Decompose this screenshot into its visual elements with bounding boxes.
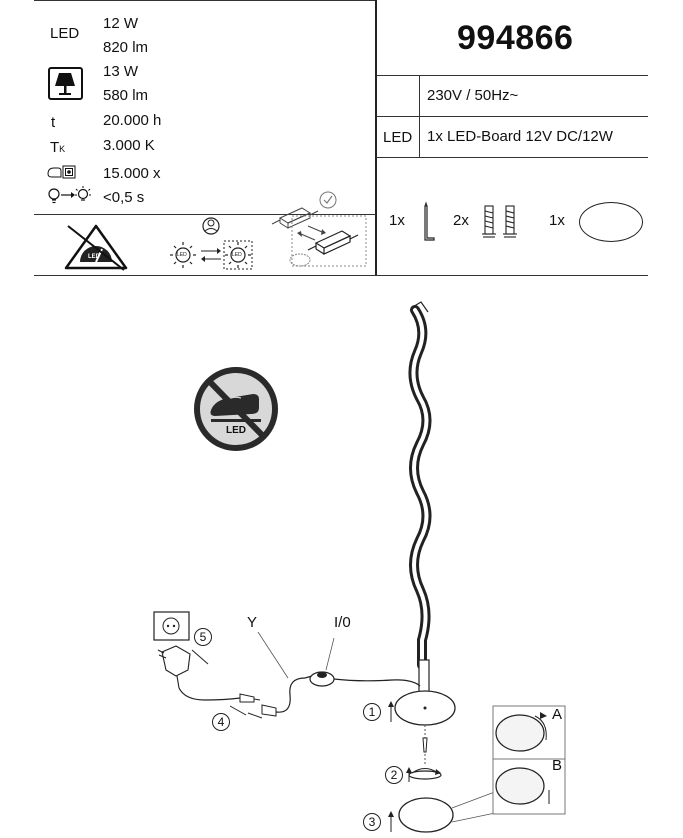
step-5-marker: 5 xyxy=(194,628,212,646)
lamp-stem xyxy=(418,659,430,693)
no-touch-led-icon: LED xyxy=(193,366,279,452)
led-board-label: LED xyxy=(383,129,413,146)
step-4-marker: 4 xyxy=(212,713,230,731)
table-right-rule-1 xyxy=(376,75,648,76)
detail-a-label: A xyxy=(552,706,563,723)
adapter-cable xyxy=(178,687,241,701)
startup-time-icon xyxy=(46,186,96,208)
table-right-rule-2 xyxy=(376,116,648,117)
switch-to-lamp-cable xyxy=(333,678,421,687)
led-board-value: 1x LED-Board 12V DC/12W xyxy=(427,128,613,145)
lifetime-value: 20.000 h xyxy=(103,112,162,129)
pad-count: 1x xyxy=(549,212,565,229)
table-right-rule-3 xyxy=(376,157,648,158)
adhesive-pad xyxy=(398,797,454,833)
screw-count: 2x xyxy=(453,212,469,229)
sun-a-led-label: LED xyxy=(177,252,187,258)
led-label: LED xyxy=(50,25,80,42)
led-watt: 12 W xyxy=(103,15,139,32)
driver-replacement-icon xyxy=(270,188,368,268)
article-number: 994866 xyxy=(457,19,574,57)
bulb-watt: 13 W xyxy=(103,63,139,80)
table-lamp-icon xyxy=(48,67,83,100)
step-1-marker: 1 xyxy=(363,703,381,721)
switch-cycles-value: 15.000 x xyxy=(103,165,161,182)
table-top-rule xyxy=(34,0,376,1)
led-replaceable-icon: LED LED xyxy=(166,216,256,274)
cable-y-label: Y xyxy=(247,614,258,631)
detail-b-label: B xyxy=(552,757,563,774)
led-lumen: 820 lm xyxy=(103,39,149,56)
table-center-divider xyxy=(375,0,377,276)
switch-label: I/0 xyxy=(334,614,351,631)
angle-count: 1x xyxy=(389,212,405,229)
lifetime-label: t xyxy=(51,114,56,131)
color-temp-label: TK xyxy=(50,139,65,158)
bulb-lumen: 580 lm xyxy=(103,87,149,104)
wall-socket xyxy=(153,611,190,641)
adhesive-pad-icon xyxy=(579,202,643,242)
startup-time-value: <0,5 s xyxy=(103,189,145,206)
no-touch-led-label: LED xyxy=(226,425,246,436)
not-dimmable-icon: LED xyxy=(62,222,130,272)
color-temp-k: K xyxy=(59,144,66,154)
table-bottom-rule xyxy=(34,275,648,276)
step-3-marker: 3 xyxy=(363,813,381,831)
color-temp-t: T xyxy=(50,139,60,156)
color-temp-value: 3.000 K xyxy=(103,137,155,154)
dimmer-led-label: LED xyxy=(88,254,100,260)
step-2-marker: 2 xyxy=(385,766,403,784)
angle-bracket-icon xyxy=(414,201,436,243)
switch-cycles-icon xyxy=(46,164,76,180)
screws-icon xyxy=(480,204,522,240)
table-left-divider xyxy=(34,214,376,215)
voltage-value: 230V / 50Hz~ xyxy=(427,87,519,104)
sun-b-led-label: LED xyxy=(232,252,242,258)
power-adapter xyxy=(157,645,191,689)
table-right-col-divider xyxy=(419,75,420,157)
